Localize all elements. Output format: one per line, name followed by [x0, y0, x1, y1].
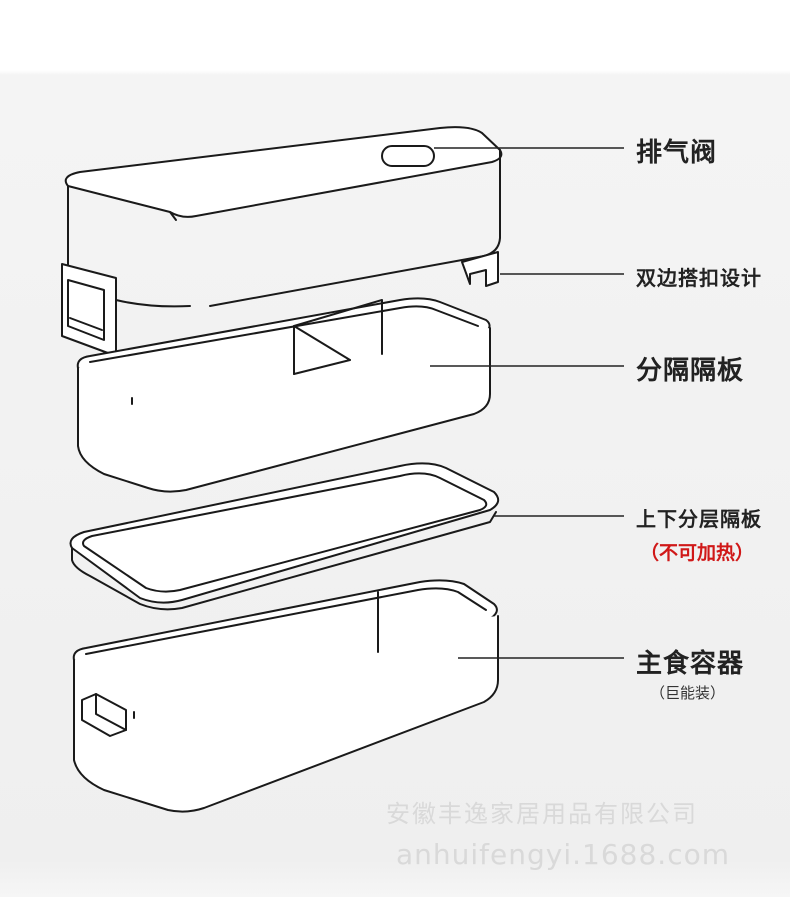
watermark-url: anhuifengyi.1688.com [396, 838, 730, 871]
callout-divider-plate: 分隔隔板 [636, 356, 745, 386]
left-clasp [61, 263, 117, 357]
divider-plate [293, 299, 383, 375]
callout-vent-valve: 排气阀 [636, 138, 718, 168]
callout-layer-separator-note: （不可加热） [640, 542, 755, 564]
watermark-company: 安徽丰逸家居用品有限公司 [386, 800, 698, 828]
main-container [72, 579, 499, 813]
vent-valve-icon [381, 145, 435, 167]
divider-tray [76, 297, 491, 493]
callout-main-container-note: （巨能装） [650, 684, 726, 702]
callout-main-container: 主食容器 [636, 649, 745, 679]
container-handle [81, 693, 127, 737]
callout-layer-separator: 上下分层隔板 [636, 507, 762, 531]
right-clasp [461, 251, 499, 287]
callout-double-clasp: 双边搭扣设计 [636, 266, 762, 290]
layer-separator [69, 462, 500, 611]
